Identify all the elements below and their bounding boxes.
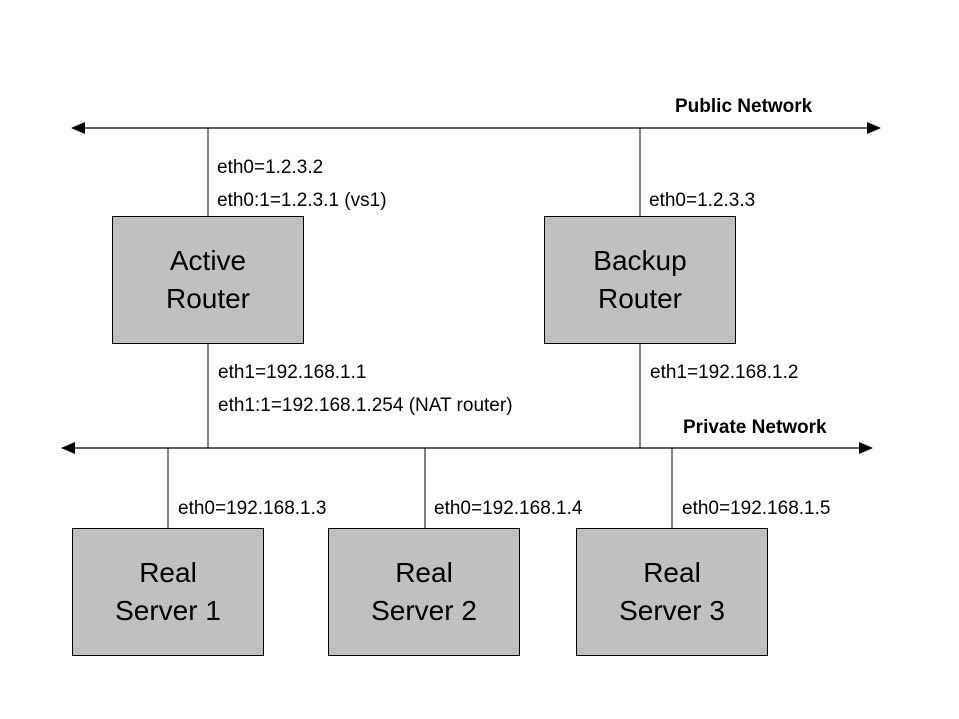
server-3-name-line2: Server 3 — [619, 595, 725, 626]
server-3-eth0: eth0=192.168.1.5 — [682, 498, 831, 519]
backup-router-eth1: eth1=192.168.1.2 — [650, 362, 799, 383]
active-router-eth0-alias: eth0:1=1.2.3.1 (vs1) — [217, 190, 387, 211]
active-router-name-line2: Router — [165, 283, 251, 314]
backup-router-name-line2: Router — [597, 283, 683, 314]
real-server-1-node: Real Server 1 — [72, 528, 264, 656]
active-router-eth1-alias: eth1:1=192.168.1.254 (NAT router) — [218, 395, 513, 416]
private-network-title: Private Network — [683, 417, 827, 438]
real-server-2-node: Real Server 2 — [328, 528, 520, 656]
active-router-node: Active Router — [112, 216, 304, 344]
server-3-name-line1: Real — [643, 557, 701, 588]
active-router-name-line1: Active — [169, 245, 247, 276]
backup-router-node: Backup Router — [544, 216, 736, 344]
active-router-eth1: eth1=192.168.1.1 — [218, 362, 367, 383]
server-1-eth0: eth0=192.168.1.3 — [178, 498, 327, 519]
backup-router-eth0: eth0=1.2.3.3 — [649, 190, 756, 211]
server-2-eth0: eth0=192.168.1.4 — [434, 498, 583, 519]
server-2-name-line1: Real — [395, 557, 453, 588]
backup-router-name-line1: Backup — [593, 245, 687, 276]
active-router-eth0: eth0=1.2.3.2 — [217, 157, 324, 178]
real-server-3-node: Real Server 3 — [576, 528, 768, 656]
server-1-name-line1: Real — [139, 557, 197, 588]
server-2-name-line2: Server 2 — [371, 595, 477, 626]
public-network-title: Public Network — [675, 96, 813, 117]
server-1-name-line2: Server 1 — [115, 595, 221, 626]
